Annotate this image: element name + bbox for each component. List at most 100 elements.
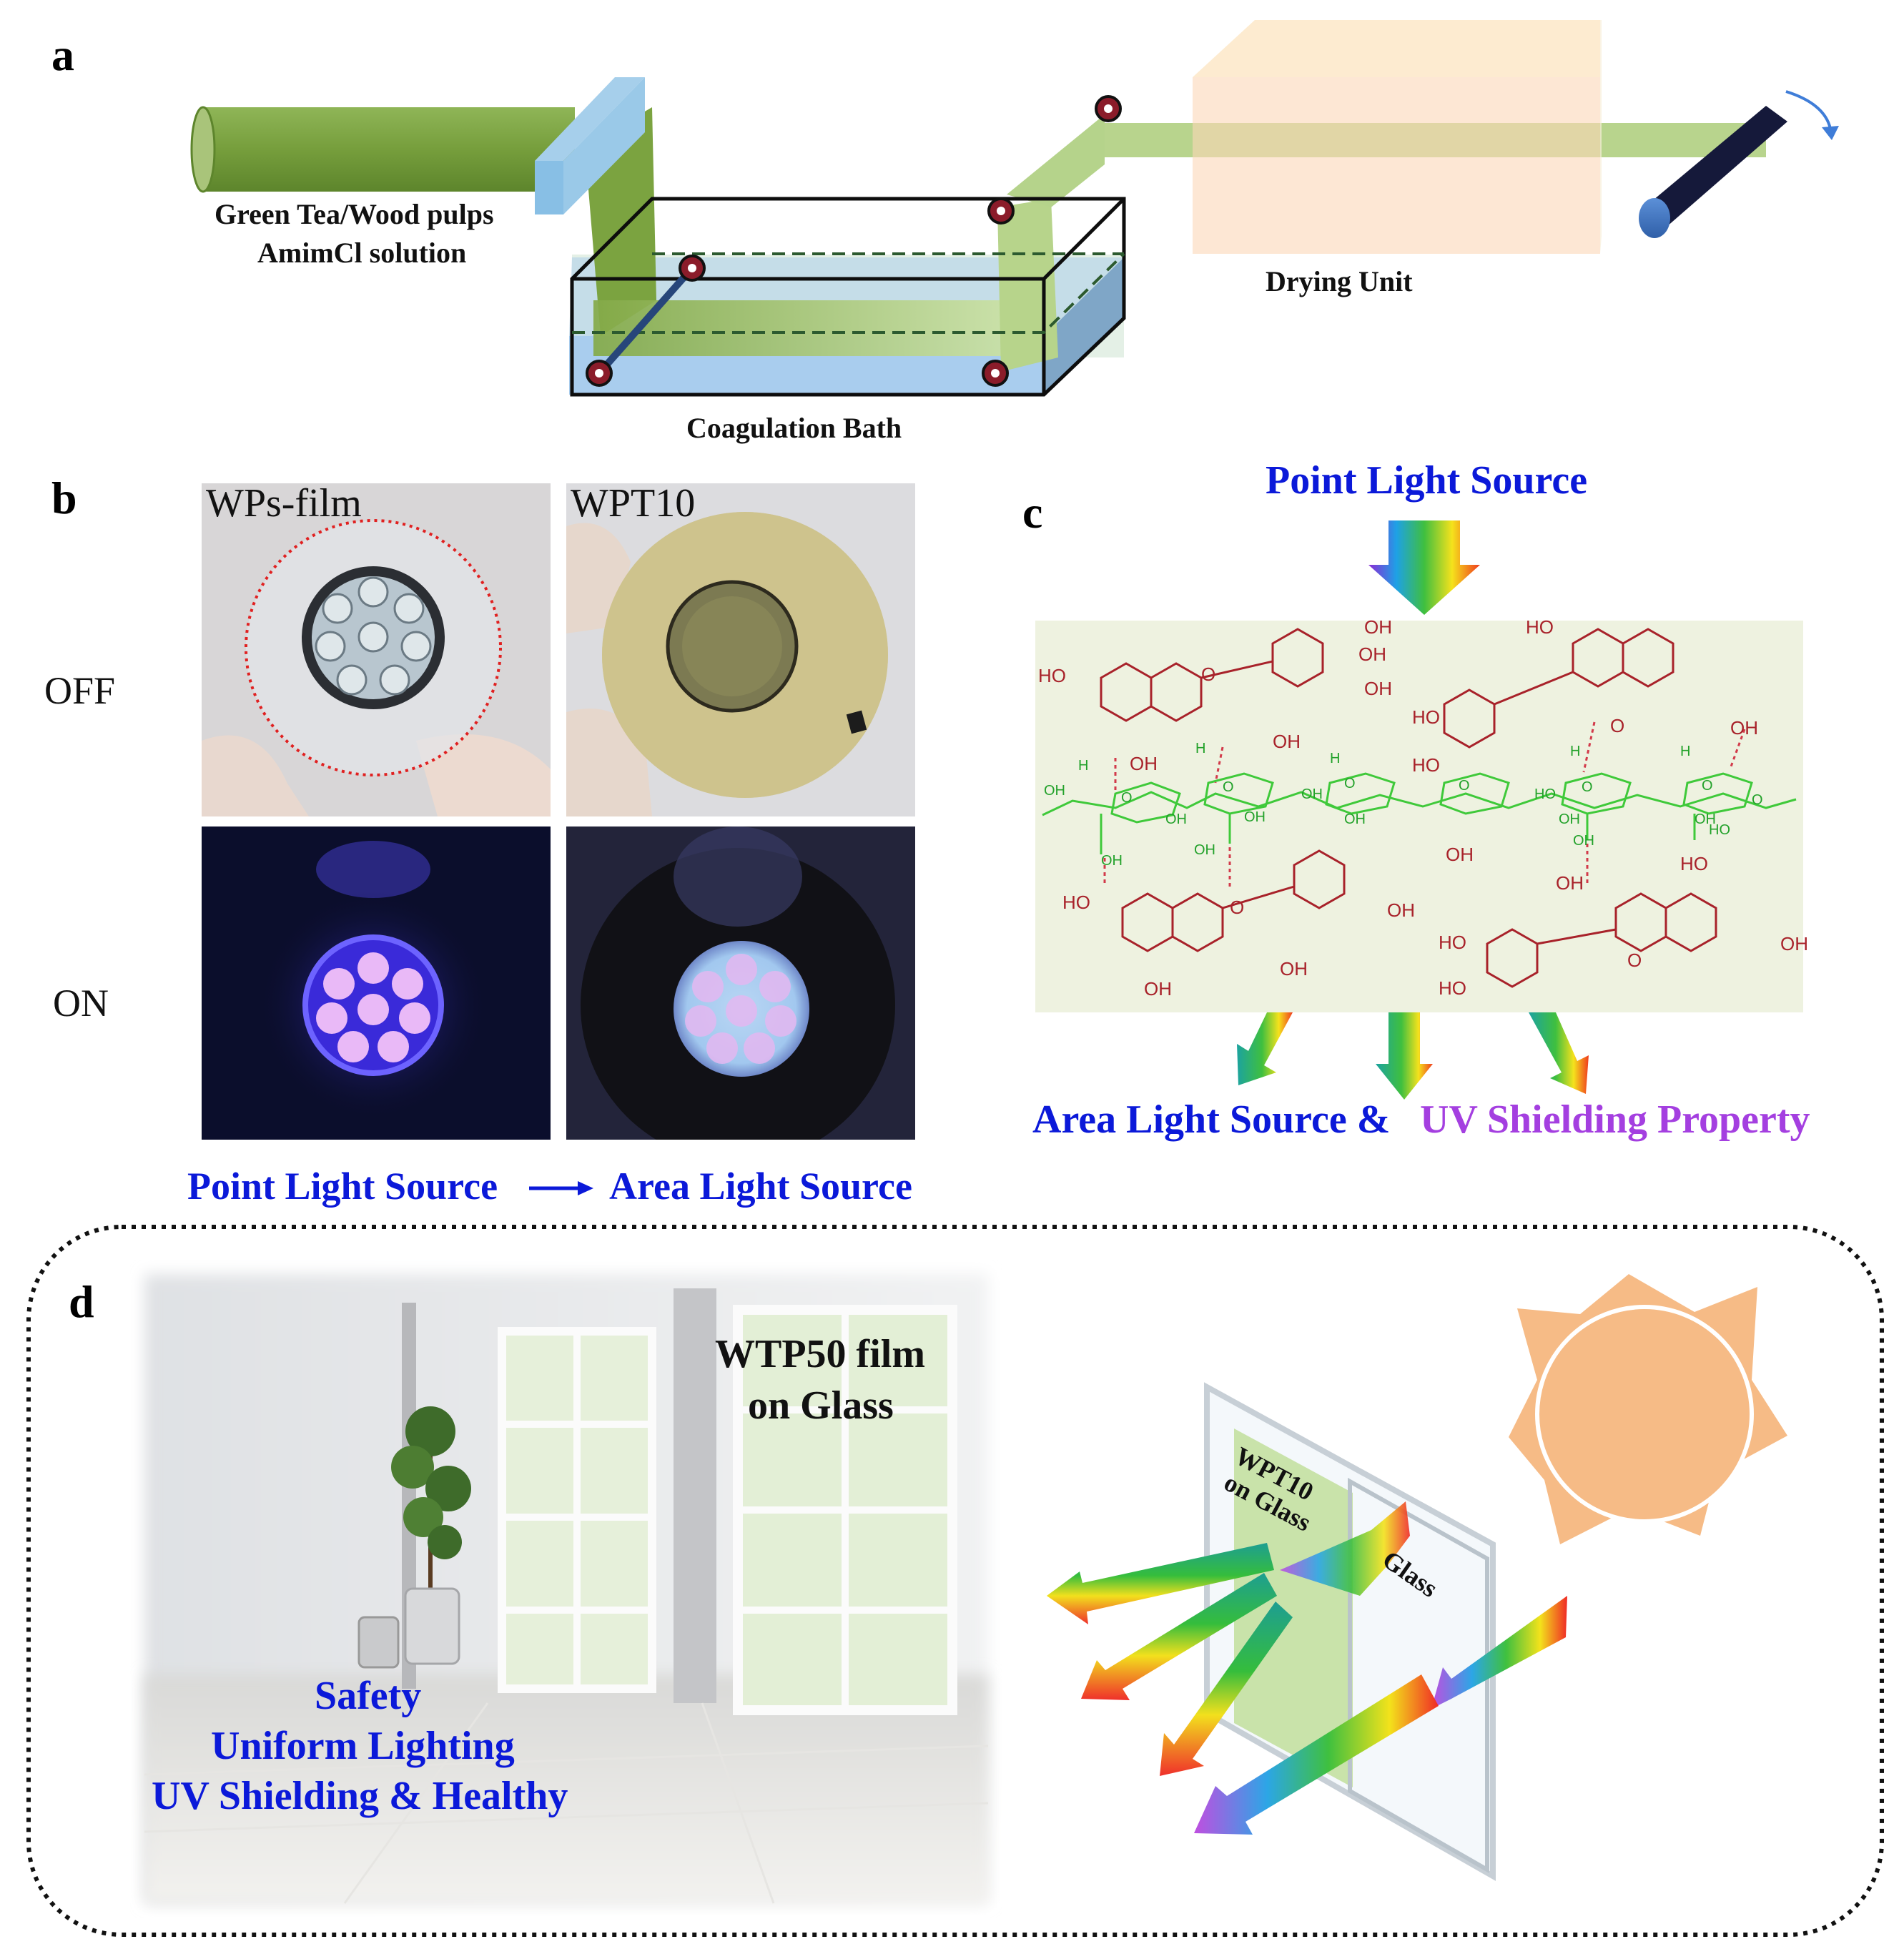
film-angle (1007, 114, 1105, 207)
chem-atom-label: OH (1559, 811, 1580, 827)
chem-atom-label: HO (1709, 822, 1730, 838)
chem-atom-label: OH (1194, 842, 1215, 858)
cellulose-chain (1042, 772, 1797, 854)
left-window (498, 1327, 656, 1693)
chem-atom-label: O (1627, 949, 1642, 971)
chem-atom-label: H (1570, 744, 1581, 759)
chem-atom-label: OH (1358, 643, 1386, 665)
chem-atom-label: OH (1044, 783, 1065, 799)
photo-label-wpt10: WPT10 (571, 483, 696, 525)
photo-wpt10-off: WPT10 (566, 483, 915, 816)
guide-rod-left (596, 265, 695, 376)
chem-atom-label: OH (1130, 753, 1158, 774)
chem-atom-label: OH (1165, 811, 1187, 827)
chem-atom-label: OH (1780, 933, 1808, 954)
glass-pane-front (1348, 1477, 1489, 1874)
point-light-title: Point Light Source (1266, 458, 1588, 503)
chem-atom-label: H (1330, 751, 1341, 766)
outgoing-arrow-middle (1376, 1012, 1433, 1100)
take-up-roll-end (1639, 198, 1670, 238)
bath-liquid-side (1044, 257, 1124, 395)
chem-atom-label: HO (1526, 616, 1554, 638)
panel-d-letter: d (69, 1276, 94, 1327)
photo-wps-film-on (202, 826, 551, 1140)
chem-atom-label: OH (1695, 811, 1716, 827)
die-top (535, 77, 645, 161)
outgoing-arrow-right (1529, 1012, 1589, 1094)
chem-atom-label: OH (1280, 958, 1308, 980)
benefit-uv-shielding: UV Shielding & Healthy (152, 1774, 568, 1818)
benefit-safety: Safety (315, 1674, 422, 1718)
chem-atom-label: H (1078, 758, 1089, 774)
chem-atom-label: OH (1556, 872, 1584, 894)
dryer-label: Drying Unit (1266, 265, 1413, 297)
footer-point-light: Point Light Source (187, 1165, 498, 1208)
potted-plant (357, 1406, 471, 1669)
chem-atom-label: OH (1101, 853, 1123, 869)
outgoing-arrow-left (1237, 1012, 1293, 1085)
feed-label-line2: AmimCl solution (257, 237, 467, 269)
interior-room-photo (130, 1260, 1002, 1918)
row-label-off: OFF (44, 669, 116, 712)
chem-atom-label: OH (1244, 809, 1266, 825)
hydrogen-bonds (1103, 721, 1746, 890)
chem-atom-label: HO (1680, 853, 1708, 874)
tube-end (190, 106, 216, 193)
chem-atom-label: O (1230, 897, 1245, 918)
uv-shielding-label: UV Shielding Property (1420, 1097, 1810, 1142)
scattered-beam-3 (1160, 1602, 1293, 1776)
panel-a-letter: a (51, 29, 74, 80)
chem-atom-label: OH (1446, 844, 1474, 865)
incoming-beam-lower (1431, 1596, 1567, 1709)
chem-atom-label: O (1752, 792, 1763, 808)
dryer-top (1193, 20, 1600, 77)
film-label-line1: WTP50 film (715, 1332, 925, 1376)
photo-wpt10-on (566, 826, 915, 1140)
chem-atom-label: HO (1062, 892, 1090, 913)
feed-label-line1: Green Tea/Wood pulps (214, 198, 494, 230)
chem-atom-label: HO (1439, 932, 1466, 953)
chem-atom-label: OH (1387, 899, 1415, 921)
row-label-on: ON (53, 982, 109, 1025)
chem-atom-label: OH (1273, 731, 1301, 752)
liquid-level-front (572, 252, 1125, 334)
right-window (733, 1305, 957, 1715)
chem-atom-label: H (1195, 741, 1206, 756)
incoming-light-arrow (1368, 520, 1480, 615)
chem-atom-label: H (1680, 744, 1691, 759)
photo-label-wps-film: WPs-film (206, 483, 362, 525)
panel-a-diagram (190, 20, 1839, 397)
chem-atom-label: O (1610, 715, 1625, 736)
chem-atom-label: HO (1534, 786, 1556, 802)
panel-c-letter: c (1022, 487, 1043, 538)
scattered-beam-1 (1047, 1543, 1274, 1624)
chem-atom-label: HO (1412, 706, 1440, 728)
dryer-front (1193, 77, 1600, 254)
chem-atom-label: OH (1301, 786, 1323, 802)
chem-atom-label: O (1344, 776, 1356, 791)
chem-atom-label: HO (1038, 665, 1066, 686)
panel-c-diagram (1035, 520, 1803, 1100)
incoming-beam-upper (1280, 1501, 1410, 1596)
chem-atom-label: OH (1573, 833, 1594, 849)
sun-disk (1535, 1305, 1754, 1524)
chem-atom-label: HO (1412, 754, 1440, 776)
chem-atom-label: O (1121, 790, 1133, 806)
benefit-uniform-lighting: Uniform Lighting (211, 1724, 515, 1768)
chem-atom-label: O (1201, 663, 1216, 685)
guide-rollers (586, 95, 1122, 387)
catechin-structures (1100, 628, 1717, 988)
panel-b-letter: b (51, 473, 77, 523)
scattered-beam-2 (1081, 1573, 1277, 1700)
chem-atom-label: O (1223, 779, 1234, 795)
footer-area-light: Area Light Source (609, 1165, 912, 1208)
die-side (563, 77, 645, 214)
bath-label: Coagulation Bath (686, 412, 902, 444)
chem-atom-label: O (1582, 779, 1593, 795)
chem-atom-label: O (1459, 778, 1470, 794)
take-up-rod (1644, 106, 1787, 227)
chem-atom-label: OH (1144, 978, 1172, 1000)
chem-atom-label: HO (1439, 977, 1466, 999)
